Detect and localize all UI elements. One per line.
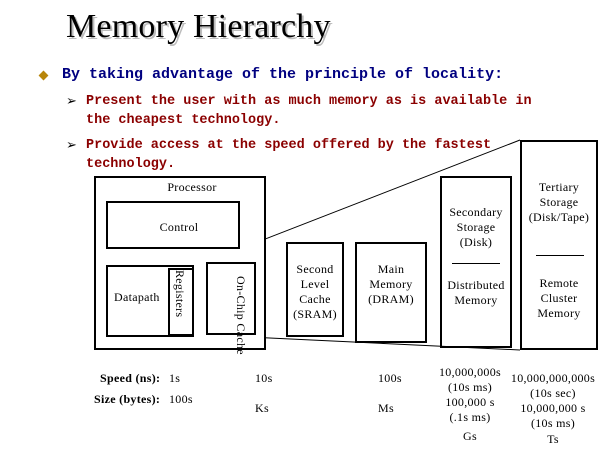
size-main: Ms [378, 401, 394, 415]
arrow-bullet-icon: ➢ [66, 138, 77, 153]
main-bullet-text: By taking advantage of the principle of … [62, 66, 504, 83]
tertiary-divider [536, 255, 584, 256]
l2-line-4: (SRAM) [293, 307, 337, 321]
speed-secondary-2: (10s ms) [447, 380, 493, 394]
size-registers: 100s [169, 392, 193, 406]
datapath-label: Datapath [114, 290, 160, 304]
size-label: Size (bytes): [94, 392, 161, 406]
control-box [106, 201, 240, 249]
sec-line-5: Memory [454, 293, 498, 307]
speed-l2: 10s [255, 371, 273, 385]
sec-line-3: (Disk) [459, 235, 493, 249]
tertiary-metrics: 10,000,000,000s (10s sec) 10,000,000 s (… [506, 371, 600, 447]
onchip-cache-label: On-Chip Cache [234, 276, 248, 355]
l2-cache-label: Second Level Cache (SRAM) [286, 262, 344, 322]
sub-bullet-1-line-2: the cheapest technology. [86, 113, 281, 128]
processor-label: Processor [167, 180, 217, 194]
ter-line-5: Cluster [540, 291, 578, 305]
size-secondary-2: (.1s ms) [449, 410, 491, 424]
speed-secondary-1: 10,000,000s [439, 365, 501, 379]
size-l2: Ks [255, 401, 269, 415]
control-label: Control [159, 220, 199, 234]
tertiary-storage-box [520, 140, 598, 350]
sec-line-1: Secondary [449, 205, 503, 219]
size-tertiary-2: (10s ms) [530, 416, 576, 430]
sub-bullet-2-line-1: Provide access at the speed offered by t… [86, 138, 492, 153]
l2-line-3: Cache [299, 292, 331, 306]
ter-line-3: (Disk/Tape) [528, 210, 590, 224]
registers-box [168, 268, 194, 336]
speed-tertiary-2: (10s sec) [530, 386, 576, 400]
speed-tertiary-1: 10,000,000,000s [510, 371, 596, 385]
main-line-1: Main [377, 262, 405, 276]
size-tertiary-1: 10,000,000 s [520, 401, 586, 415]
secondary-divider [452, 263, 500, 264]
sub-bullet-1-line-1: Present the user with as much memory as … [86, 94, 532, 109]
ter-line-2: Storage [539, 195, 579, 209]
speed-registers: 1s [169, 371, 181, 385]
sub-bullet-2-line-2: technology. [86, 157, 176, 172]
page-title: Memory Hierarchy [66, 8, 331, 45]
main-memory-box [355, 242, 427, 343]
speed-main: 100s [378, 371, 402, 385]
l2-line-2: Level [300, 277, 330, 291]
size-secondary-3: Gs [463, 429, 477, 443]
arrow-bullet-icon: ➢ [66, 94, 77, 109]
onchip-cache-box [206, 262, 256, 335]
tertiary-storage-label: Tertiary Storage (Disk/Tape) [520, 180, 598, 225]
size-secondary-1: 100,000 s [445, 395, 495, 409]
size-tertiary-3: Ts [547, 432, 559, 446]
main-line-2: Memory [369, 277, 413, 291]
remote-cluster-label: Remote Cluster Memory [520, 276, 598, 321]
main-memory-label: Main Memory (DRAM) [355, 262, 427, 307]
ter-line-6: Memory [537, 306, 581, 320]
speed-label: Speed (ns): [100, 371, 161, 385]
ter-line-1: Tertiary [538, 180, 580, 194]
sec-line-4: Distributed [447, 278, 505, 292]
main-line-3: (DRAM) [368, 292, 414, 306]
registers-label: Registers [173, 270, 187, 318]
distributed-memory-label: Distributed Memory [440, 278, 512, 308]
l2-cache-box [286, 242, 344, 337]
l2-line-1: Second [296, 262, 334, 276]
secondary-storage-box [440, 176, 512, 348]
ter-line-4: Remote [539, 276, 579, 290]
secondary-metrics: 10,000,000s (10s ms) 100,000 s (.1s ms) … [426, 365, 514, 444]
sec-line-2: Storage [456, 220, 496, 234]
secondary-storage-label: Secondary Storage (Disk) [440, 205, 512, 250]
